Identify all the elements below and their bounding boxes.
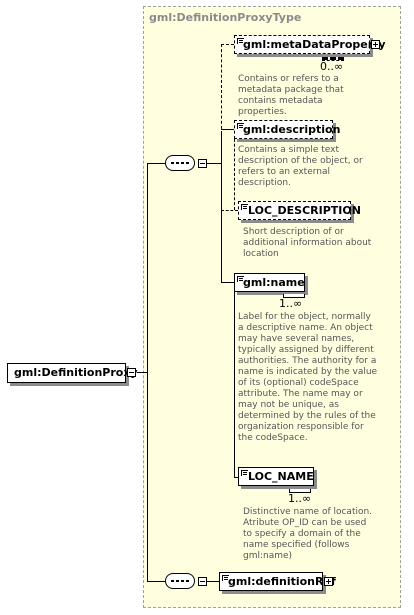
collapse-toggle[interactable] xyxy=(198,159,207,168)
definitionref-label: gml:definitionRef xyxy=(228,575,336,588)
name-element[interactable]: gml:name xyxy=(234,273,305,292)
connector xyxy=(207,163,221,164)
cardinality: 0..∞ xyxy=(320,60,344,73)
metadataproperty-label: gml:metaDataProperty xyxy=(243,38,386,51)
element-description: Contains or refers to a metadata package… xyxy=(238,74,344,117)
collapse-toggle[interactable] xyxy=(198,577,207,586)
connector xyxy=(221,44,234,45)
connector xyxy=(221,44,222,134)
element-icon xyxy=(222,575,229,581)
connector xyxy=(234,290,235,477)
element-icon xyxy=(241,204,248,210)
loc-name-label: LOC_NAME xyxy=(248,470,314,483)
loc-description-element[interactable]: LOC_DESCRIPTION xyxy=(238,201,361,220)
connector xyxy=(147,163,148,581)
connector xyxy=(147,581,165,582)
collapse-toggle[interactable] xyxy=(127,368,136,377)
connector xyxy=(207,581,219,582)
sequence-compositor xyxy=(165,155,195,171)
cardinality: 1..∞ xyxy=(288,492,312,505)
type-title: gml:DefinitionProxyType xyxy=(149,11,302,24)
multiplicity-tab xyxy=(289,489,311,493)
cardinality: 1..∞ xyxy=(279,297,303,310)
loc-description-label: LOC_DESCRIPTION xyxy=(248,204,361,217)
element-icon xyxy=(237,276,244,282)
connector xyxy=(221,210,238,211)
element-icon xyxy=(237,123,244,129)
definitionref-element[interactable]: gml:definitionRef xyxy=(219,572,336,591)
description-element[interactable]: gml:description xyxy=(234,120,340,139)
connector xyxy=(221,282,234,283)
connector xyxy=(234,134,235,210)
root-element[interactable]: gml:DefinitionProxy xyxy=(7,363,138,383)
description-label: gml:description xyxy=(243,123,341,136)
element-description: Contains a simple text description of th… xyxy=(238,145,363,188)
sequence-compositor xyxy=(165,573,195,589)
multiplicity-tab xyxy=(322,57,344,61)
connector xyxy=(221,134,222,282)
type-container xyxy=(143,6,401,608)
connector xyxy=(221,129,234,130)
root-element-label: gml:DefinitionProxy xyxy=(14,366,138,379)
expand-icon[interactable] xyxy=(324,577,333,586)
multiplicity-tab xyxy=(283,294,305,298)
name-label: gml:name xyxy=(243,276,305,289)
element-description: Distinctive name of location. Atribute O… xyxy=(243,507,373,561)
connector xyxy=(234,477,238,478)
connector xyxy=(137,372,147,373)
element-icon xyxy=(237,38,244,44)
connector xyxy=(147,163,165,164)
element-description: Short description of or additional infor… xyxy=(243,227,372,259)
metadataproperty-element[interactable]: gml:metaDataProperty xyxy=(234,35,386,54)
element-description: Label for the object, normally a descrip… xyxy=(238,312,378,443)
loc-name-element[interactable]: LOC_NAME xyxy=(238,467,314,486)
expand-icon[interactable] xyxy=(371,40,380,49)
element-icon xyxy=(241,470,248,476)
